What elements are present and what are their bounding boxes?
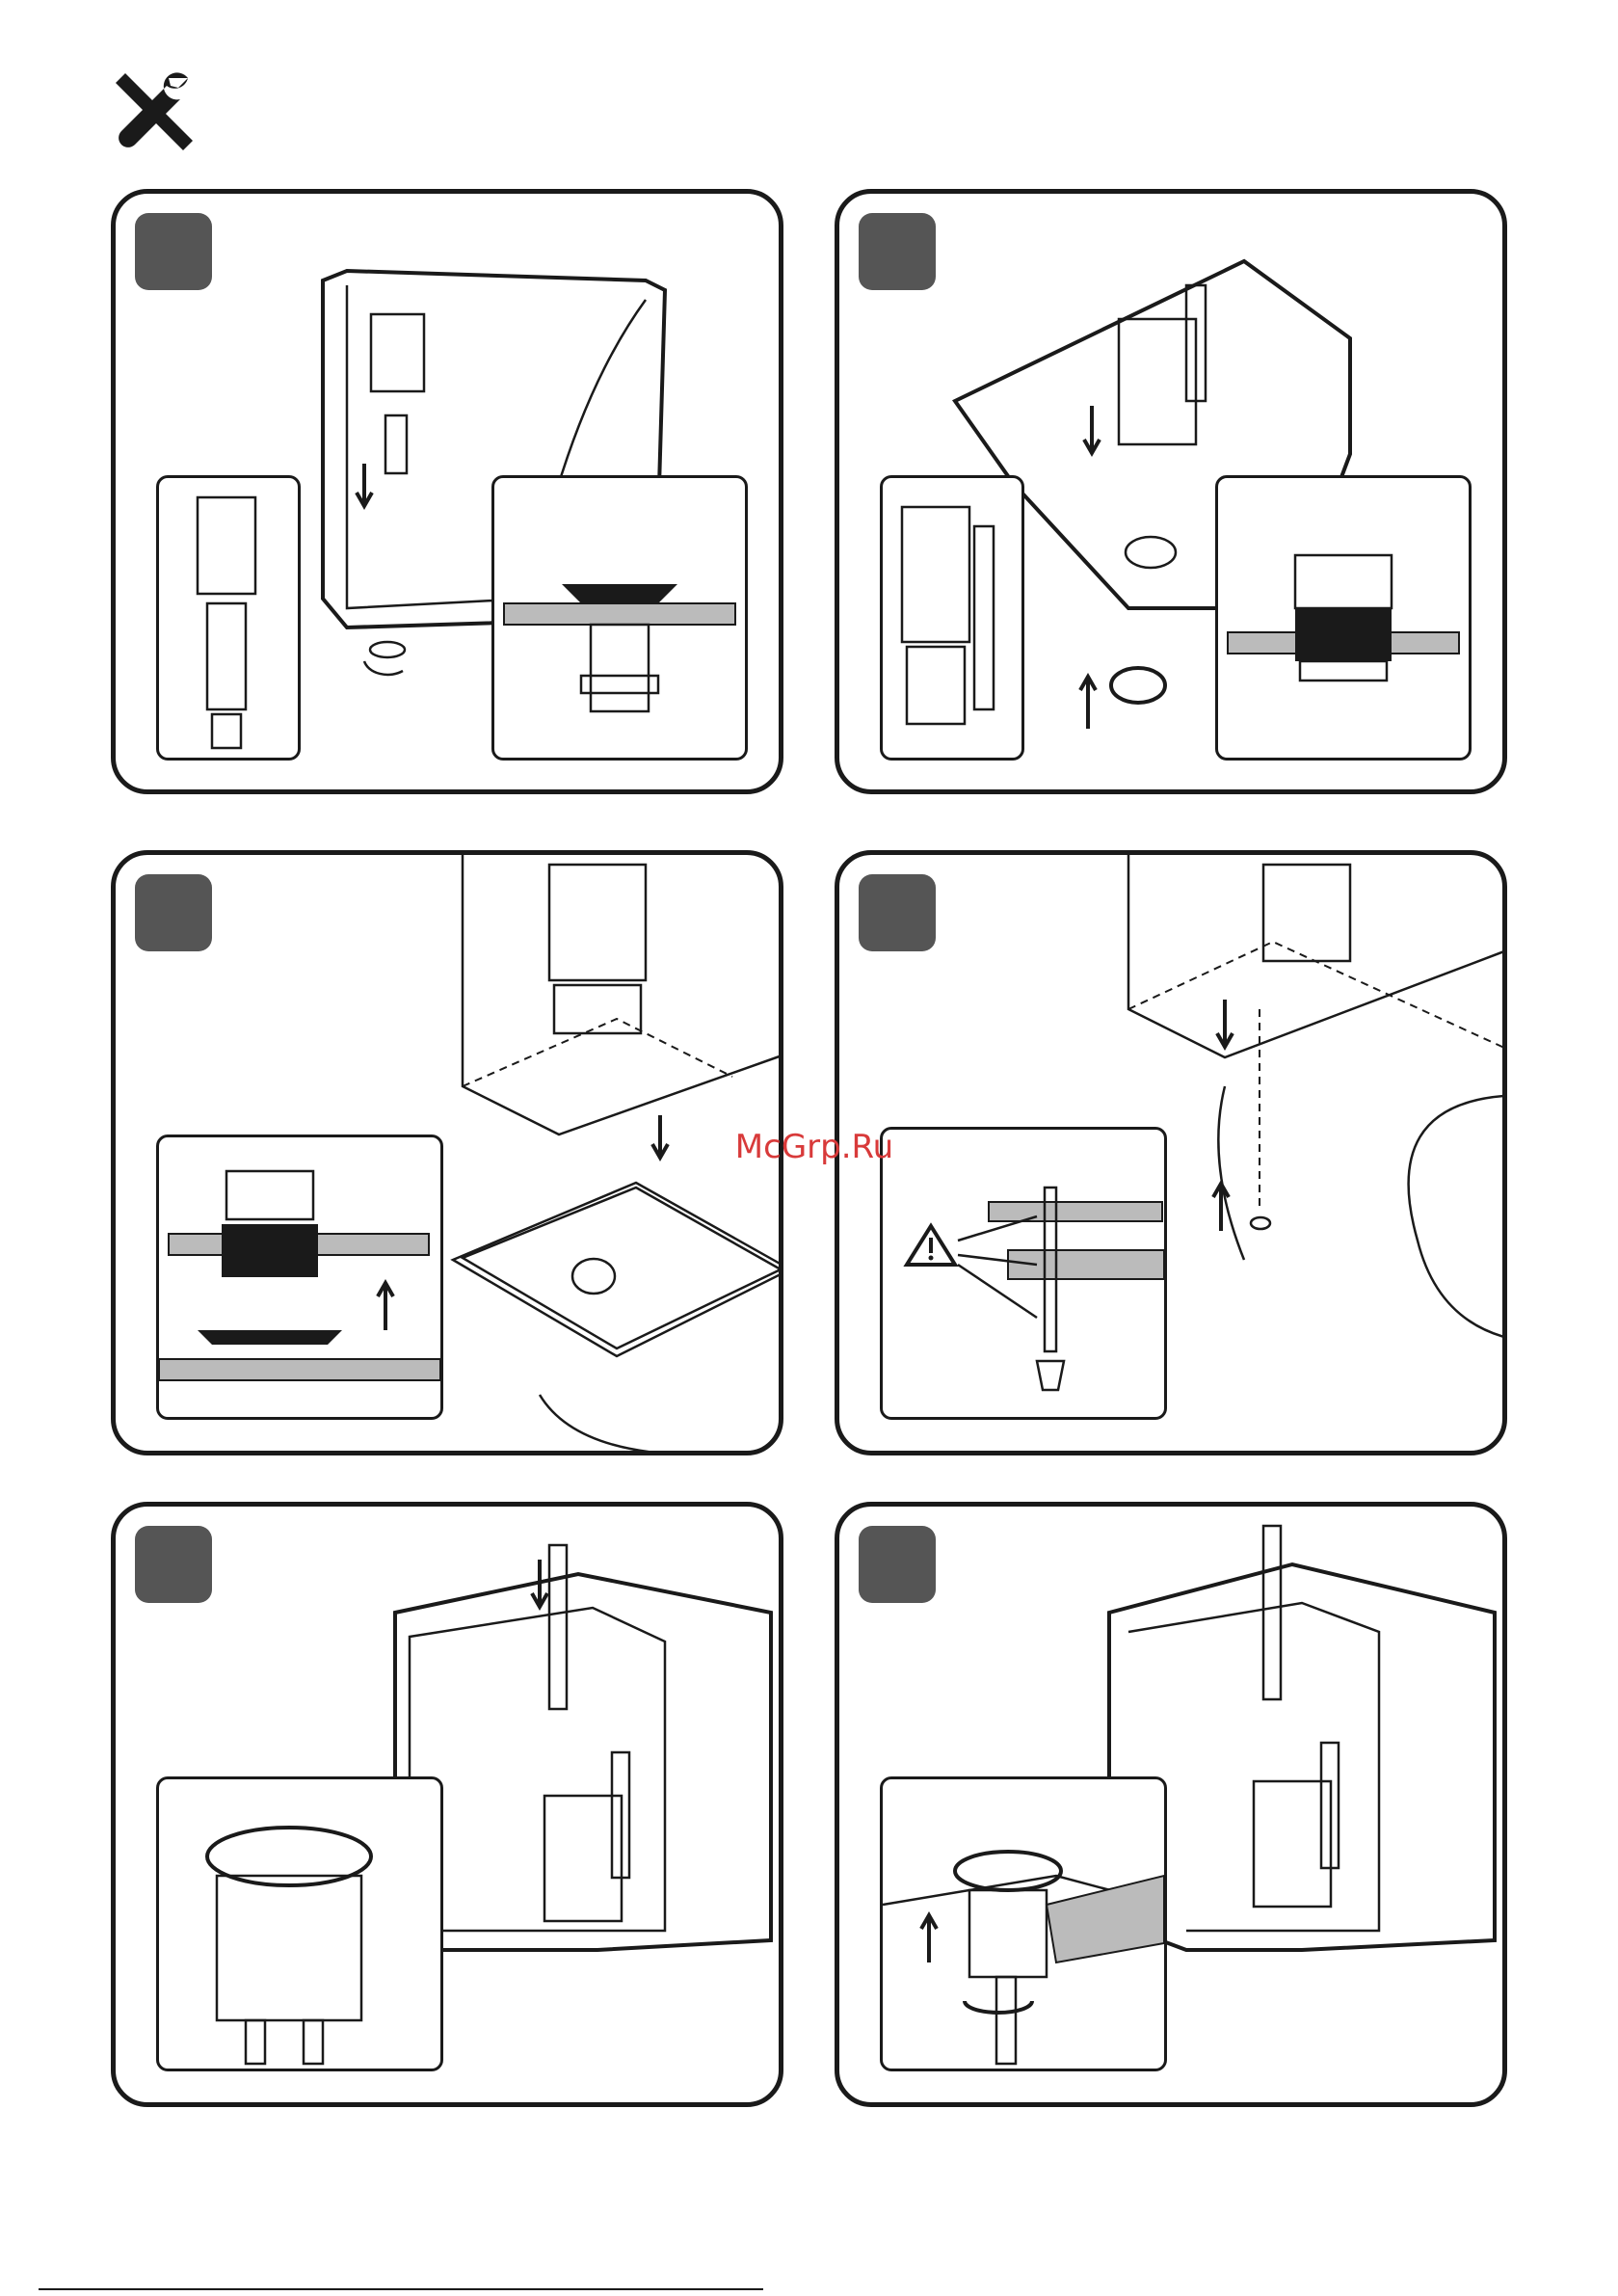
step-6-panel — [835, 1502, 1507, 2107]
flush-valve-inset — [880, 475, 1024, 761]
valve-seal-inset — [491, 475, 748, 761]
push-button-illustration — [159, 1779, 440, 2069]
button-fixing-inset — [880, 1776, 1167, 2071]
fill-valve-illustration — [159, 478, 298, 758]
bolt-cross-section — [883, 1130, 1164, 1417]
step-2-panel — [835, 189, 1507, 794]
button-fixing-illustration — [883, 1779, 1164, 2069]
wrench-screwdriver-icon — [106, 64, 202, 160]
gasket-cross-section — [159, 1137, 440, 1417]
fill-valve-inset — [156, 475, 301, 761]
step-5-panel — [111, 1502, 783, 2107]
bolt-warning-inset — [880, 1127, 1167, 1420]
step-4-panel — [835, 850, 1507, 1455]
page-footer-rule — [39, 2288, 763, 2290]
flush-valve-illustration — [883, 478, 1021, 758]
gasket-inset — [156, 1135, 443, 1420]
push-button-inset — [156, 1776, 443, 2071]
flush-valve-seal-cross-section — [1218, 478, 1469, 758]
valve-seal-cross-section — [494, 478, 745, 758]
step-3-panel — [111, 850, 783, 1455]
watermark: McGrp.Ru — [718, 1128, 911, 1166]
flush-valve-seal-inset — [1215, 475, 1472, 761]
step-1-panel — [111, 189, 783, 794]
